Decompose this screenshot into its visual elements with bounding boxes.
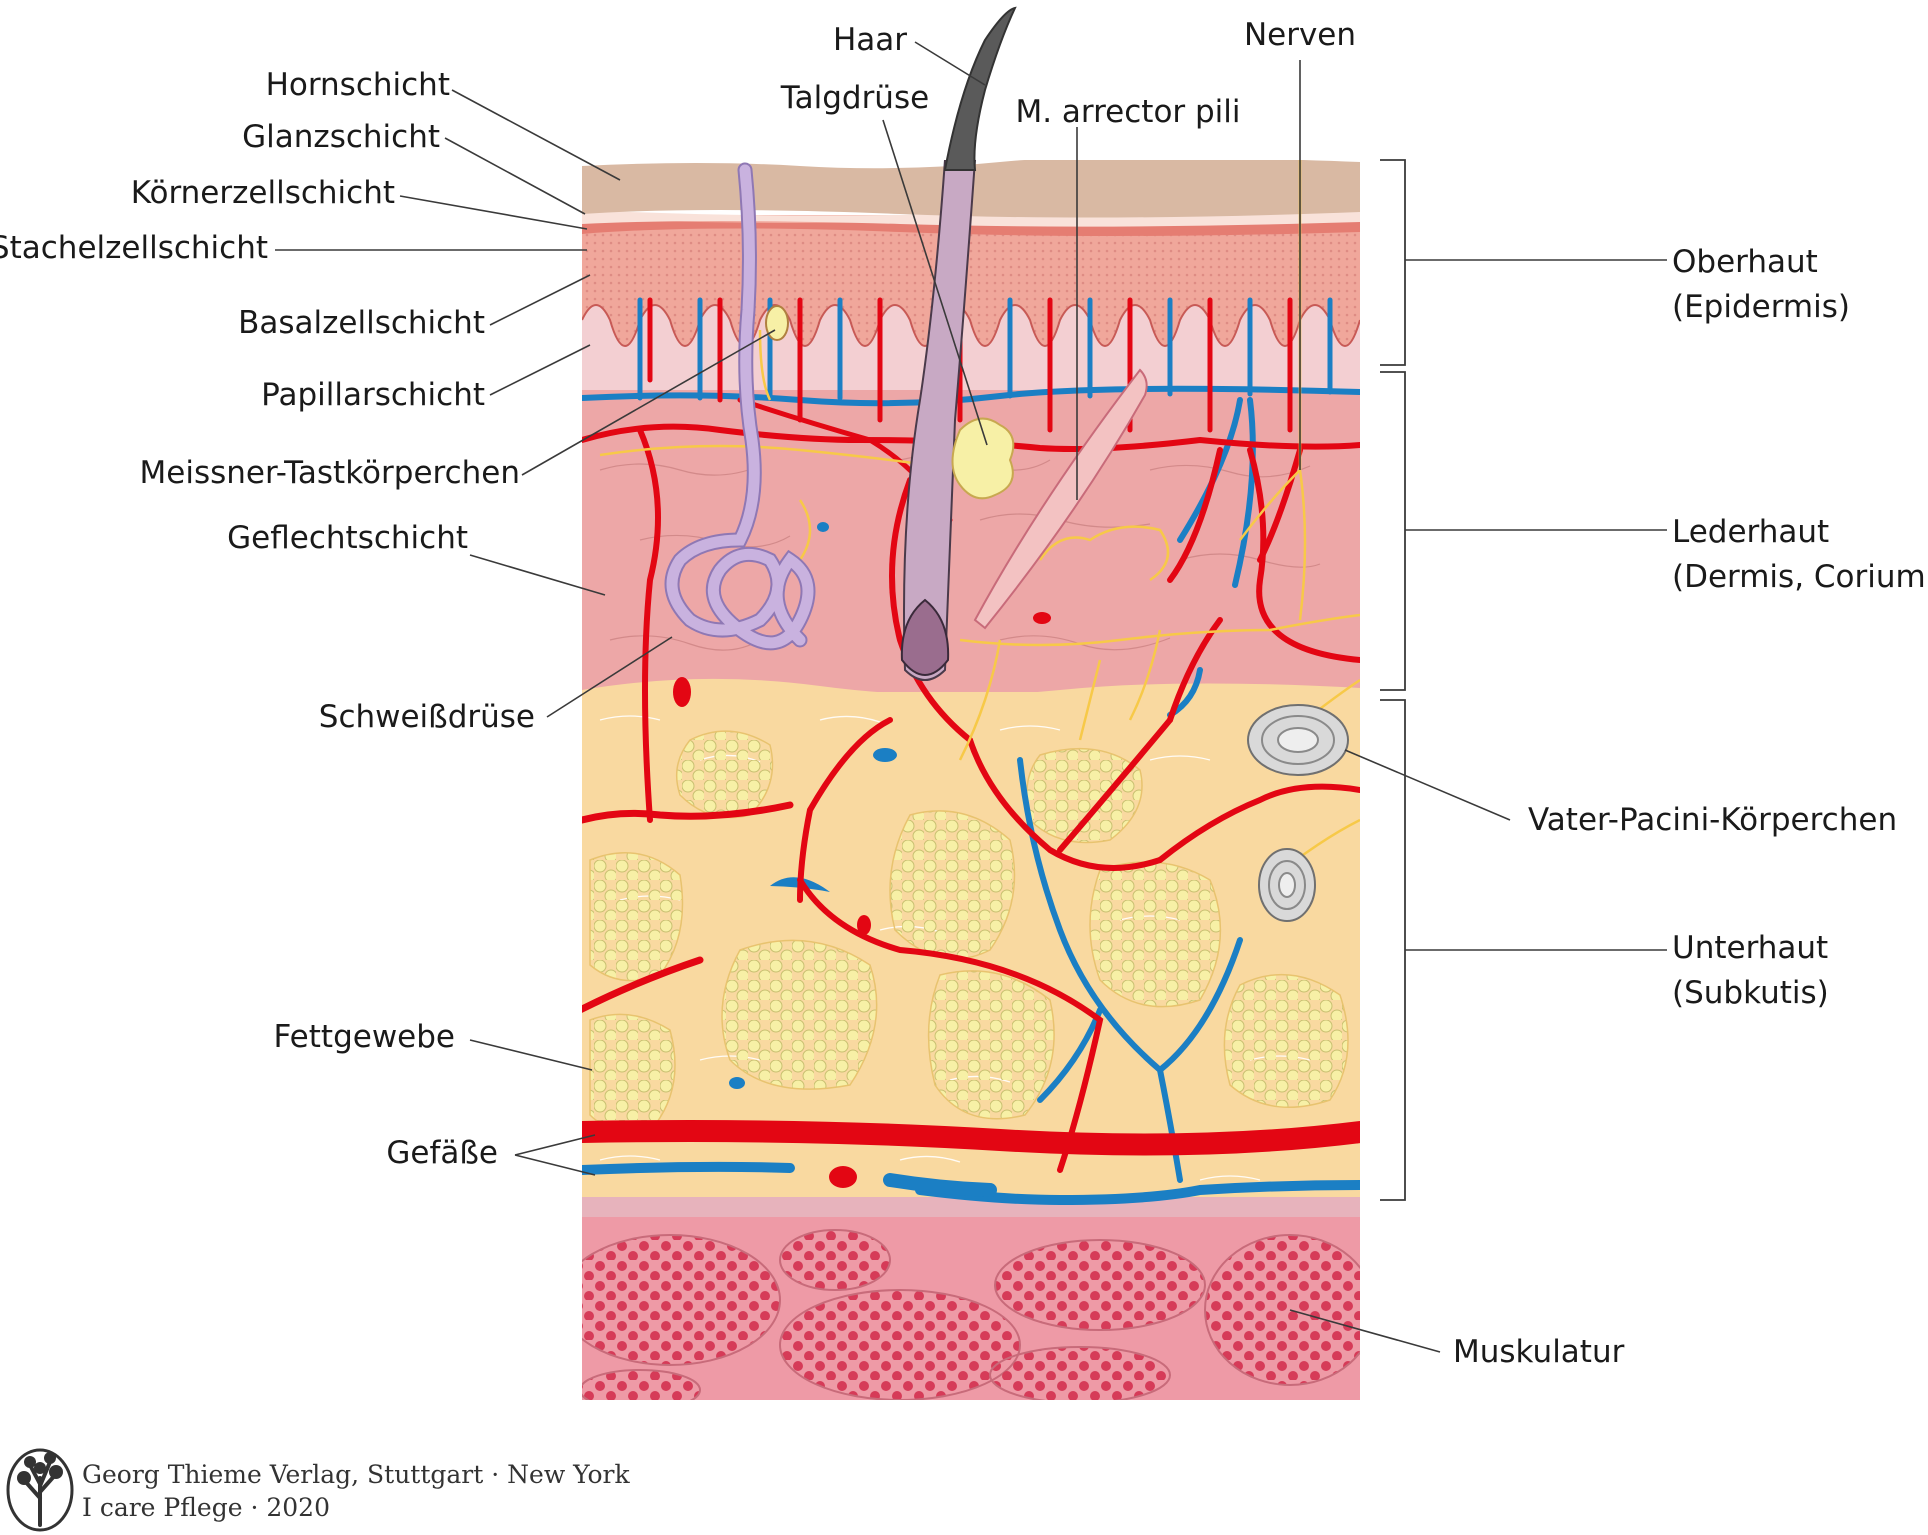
label-hornschicht: Hornschicht <box>266 67 450 103</box>
dermis-lower-edge <box>582 678 1360 700</box>
meissner-corpuscle <box>765 305 789 341</box>
label-oberhaut: Oberhaut <box>1672 244 1818 280</box>
credit-title-year: I care Pflege · 2020 <box>82 1493 330 1522</box>
dermis-bracket <box>1380 371 1406 691</box>
fat-lobules <box>589 730 1349 1132</box>
label-haar: Haar <box>833 22 907 58</box>
labels-top: Haar Talgdrüse M. arrector pili Nerven <box>780 17 1356 130</box>
label-geflechtschicht: Geflechtschicht <box>227 520 468 556</box>
muscle-bundles <box>582 1229 1360 1400</box>
label-koernerzellschicht: Körnerzellschicht <box>131 175 395 211</box>
artery-fragments <box>673 612 1051 1188</box>
skin-block <box>582 160 1360 1400</box>
label-unterhaut-latin: (Subkutis) <box>1672 975 1829 1011</box>
label-schweissdruese: Schweißdrüse <box>319 699 535 735</box>
publisher-credit: Georg Thieme Verlag, Stuttgart · New Yor… <box>6 1448 630 1532</box>
label-lederhaut: Lederhaut <box>1672 514 1829 550</box>
label-oberhaut-latin: (Epidermis) <box>1672 289 1850 325</box>
label-lederhaut-latin: (Dermis, Corium) <box>1672 559 1928 595</box>
label-glanzschicht: Glanzschicht <box>242 119 440 155</box>
label-fettgewebe: Fettgewebe <box>274 1019 455 1055</box>
label-muskulatur: Muskulatur <box>1453 1334 1625 1370</box>
thieme-tree-logo-icon <box>6 1448 74 1532</box>
label-arrector-pili: M. arrector pili <box>1015 94 1240 130</box>
fascia-band <box>582 1195 1360 1217</box>
sweat-gland <box>664 162 816 651</box>
label-basalzellschicht: Basalzellschicht <box>238 305 485 341</box>
basal-line <box>582 304 1360 347</box>
leader-lines <box>275 41 1667 1353</box>
hair-shaft <box>943 6 1017 171</box>
arrector-pili-muscle <box>973 368 1148 630</box>
hair-follicle <box>900 160 977 681</box>
label-nerven: Nerven <box>1244 17 1356 53</box>
labels-right: Oberhaut (Epidermis) Lederhaut (Dermis, … <box>1453 244 1928 1370</box>
pacini-corpuscles <box>1247 704 1349 922</box>
sebaceous-gland <box>951 417 1015 500</box>
label-unterhaut: Unterhaut <box>1672 930 1828 966</box>
label-vater-pacini: Vater-Pacini-Körperchen <box>1528 802 1897 838</box>
label-meissner: Meissner-Tastkörperchen <box>140 455 520 491</box>
label-gefaesse: Gefäße <box>386 1135 498 1171</box>
layer-brackets <box>1380 159 1406 1201</box>
labels-left: Hornschicht Glanzschicht Körnerzellschic… <box>0 67 535 1171</box>
label-papillarschicht: Papillarschicht <box>261 377 485 413</box>
label-talgdruese: Talgdrüse <box>780 80 929 116</box>
hair-bulb <box>900 598 950 676</box>
epidermis-bracket <box>1380 159 1406 366</box>
credit-publisher: Georg Thieme Verlag, Stuttgart · New Yor… <box>82 1460 630 1489</box>
subcutis-bracket <box>1380 699 1406 1201</box>
label-stachelzellschicht: Stachelzellschicht <box>0 230 268 266</box>
